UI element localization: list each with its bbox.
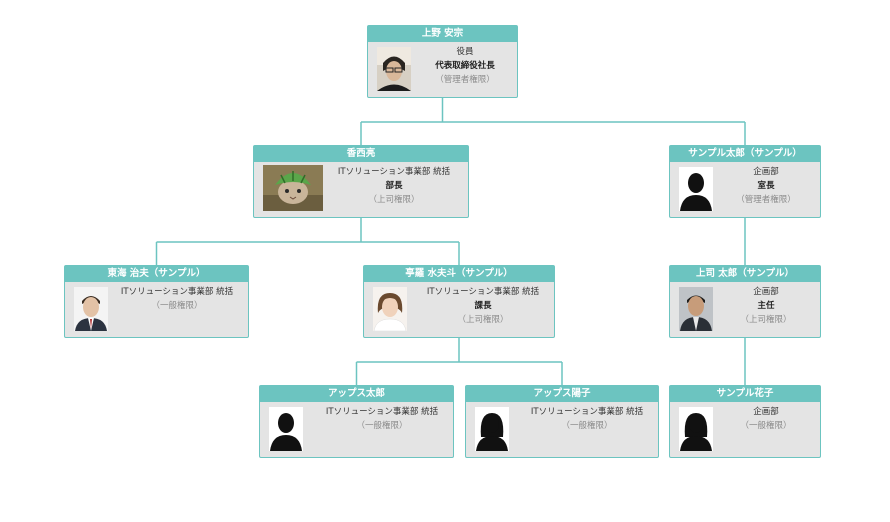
node-name: 東海 治夫（サンプル） [65, 266, 248, 282]
node-permission: （一般権限） [356, 421, 408, 431]
node-title: 代表取締役社長 [435, 61, 495, 71]
silhouette-female-icon [679, 407, 713, 451]
node-card-teira[interactable]: 亭羅 水夫斗（サンプル） ITソリューション事業部 統括 課長 （上司権限） [363, 265, 555, 338]
node-dept: ITソリューション事業部 統括 [325, 407, 439, 417]
photo-man-suit-icon [74, 287, 108, 331]
node-permission: （管理者権限） [736, 195, 796, 205]
node-permission: （上司権限） [368, 195, 420, 205]
photo-cat-melon-icon [263, 165, 323, 211]
node-permission: （一般権限） [151, 301, 203, 311]
node-name: アップス太郎 [260, 386, 453, 402]
node-name: サンプル花子 [670, 386, 820, 402]
node-name: 上司 太郎（サンプル） [670, 266, 820, 282]
photo-woman-icon [373, 287, 407, 331]
node-card-sample-taro[interactable]: サンプル太郎（サンプル） 企画部 室長 （管理者権限） [669, 145, 821, 218]
node-dept: 企画部 [753, 167, 779, 177]
node-card-ueno[interactable]: 上野 安宗 役員 代表取締役社長 （管理者権限） [367, 25, 518, 98]
node-name: 亭羅 水夫斗（サンプル） [364, 266, 554, 282]
node-title: 室長 [757, 181, 775, 191]
node-dept: ITソリューション事業部 統括 [426, 287, 540, 297]
node-name: アップス陽子 [466, 386, 658, 402]
node-dept: ITソリューション事業部 統括 [530, 407, 644, 417]
silhouette-male-icon [269, 407, 303, 451]
silhouette-male-icon [679, 167, 713, 211]
node-name: 香西亮 [254, 146, 468, 162]
node-permission: （上司権限） [740, 315, 792, 325]
node-name: サンプル太郎（サンプル） [670, 146, 820, 162]
node-title: 主任 [757, 301, 775, 311]
node-permission: （一般権限） [561, 421, 613, 431]
node-card-apps-yoko[interactable]: アップス陽子 ITソリューション事業部 統括 （一般権限） [465, 385, 659, 458]
node-card-apps-taro[interactable]: アップス太郎 ITソリューション事業部 統括 （一般権限） [259, 385, 454, 458]
node-permission: （上司権限） [457, 315, 509, 325]
node-card-sample-hanako[interactable]: サンプル花子 企画部 （一般権限） [669, 385, 821, 458]
silhouette-female-icon [475, 407, 509, 451]
node-permission: （管理者権限） [435, 75, 495, 85]
node-card-joshi-taro[interactable]: 上司 太郎（サンプル） 企画部 主任 （上司権限） [669, 265, 821, 338]
photo-man-glasses-icon [377, 47, 411, 91]
node-permission: （一般権限） [740, 421, 792, 431]
node-dept: 役員 [456, 47, 474, 57]
node-title: 課長 [474, 301, 492, 311]
node-card-tokai[interactable]: 東海 治夫（サンプル） ITソリューション事業部 統括 （一般権限） [64, 265, 249, 338]
node-title: 部長 [385, 181, 403, 191]
node-card-kozai[interactable]: 香西亮 ITソリューション事業部 統括 部長 （上司権限） [253, 145, 469, 218]
node-dept: ITソリューション事業部 統括 [120, 287, 234, 297]
node-dept: 企画部 [753, 287, 779, 297]
photo-man-serious-icon [679, 287, 713, 331]
node-name: 上野 安宗 [368, 26, 517, 42]
node-dept: ITソリューション事業部 統括 [337, 167, 451, 177]
node-dept: 企画部 [753, 407, 779, 417]
